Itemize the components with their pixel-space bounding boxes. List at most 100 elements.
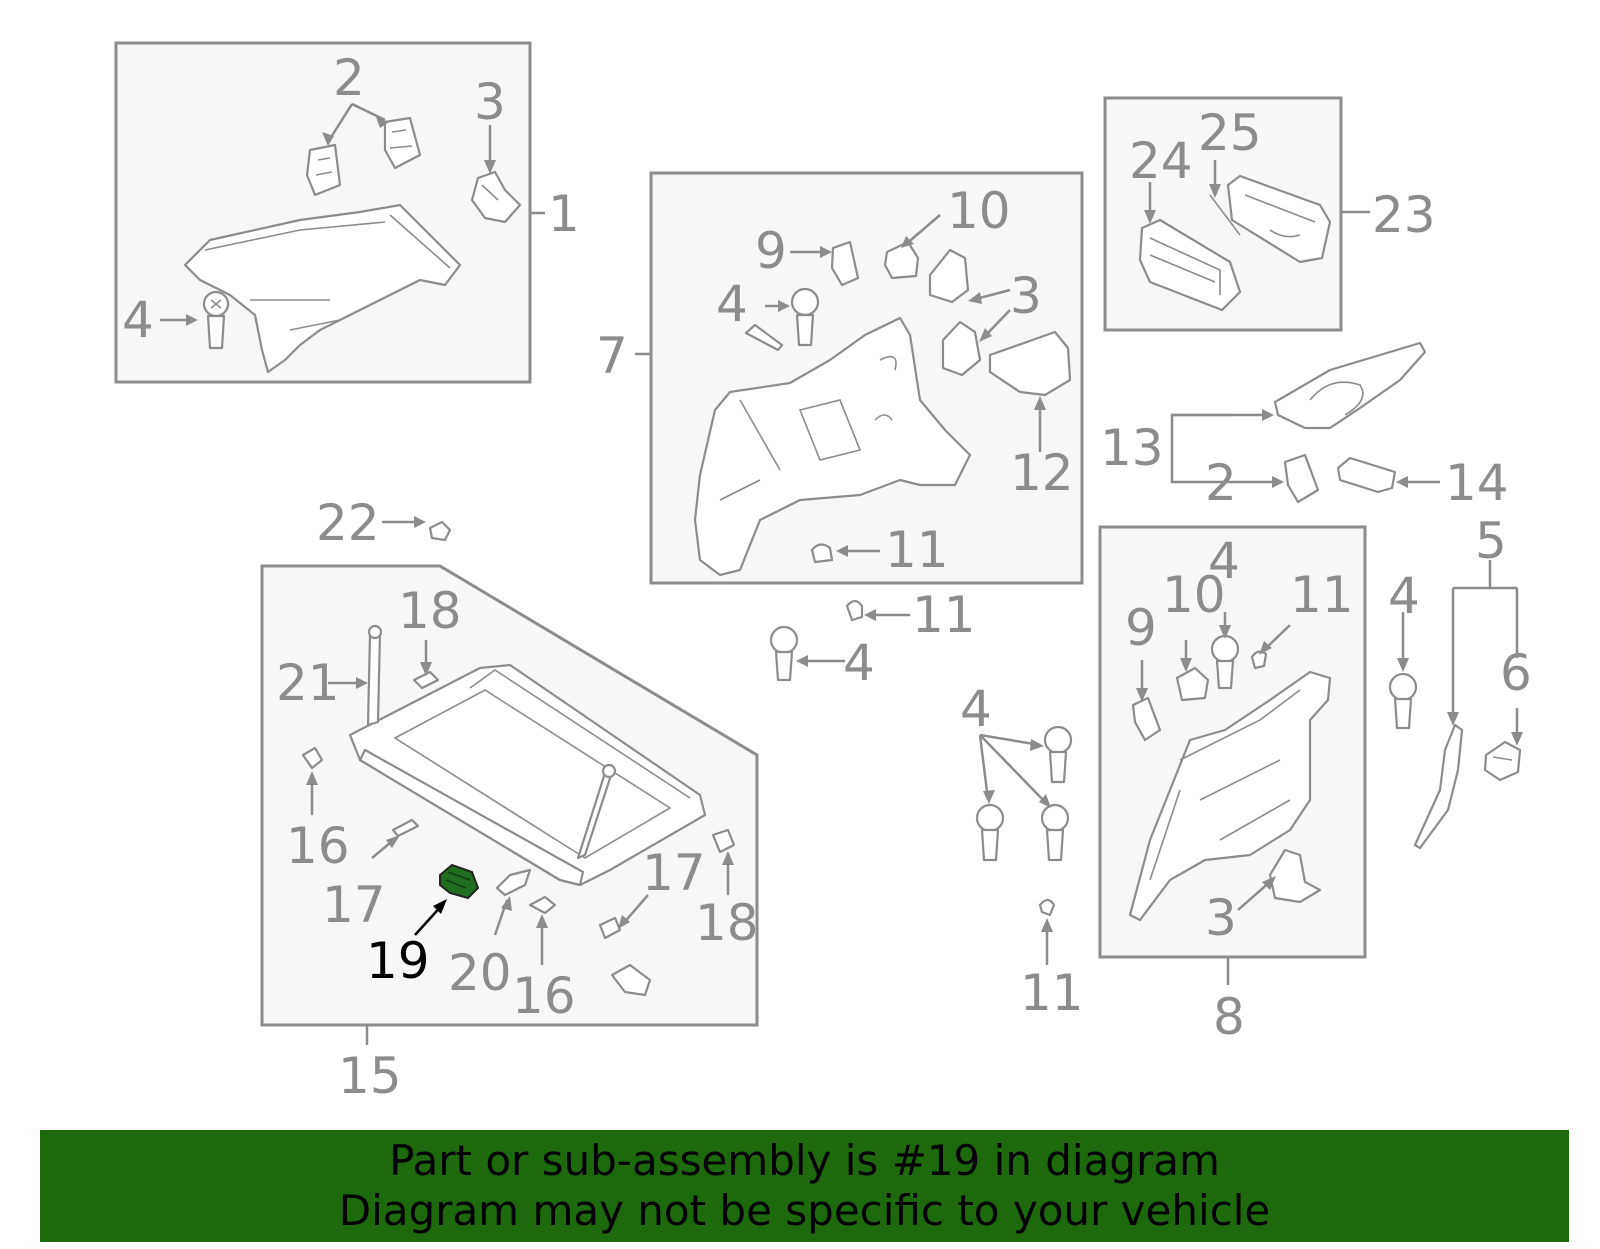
latch bbox=[610, 963, 652, 997]
push-clip-4a bbox=[202, 290, 230, 350]
callout-16a: 16 bbox=[286, 817, 350, 875]
loose-parts-bottom: 4 11 bbox=[960, 680, 1084, 1022]
strut-right bbox=[576, 763, 617, 860]
callout-1: 1 bbox=[548, 185, 580, 243]
assembly-box-15: 15 18 21 16 17 19 20 16 17 18 bbox=[260, 564, 759, 1105]
callout-3b: 3 bbox=[1010, 267, 1042, 325]
pad-14 bbox=[1336, 456, 1397, 494]
callout-11d: 11 bbox=[1020, 964, 1084, 1022]
lamp-lens-24 bbox=[1138, 218, 1242, 312]
callout-7: 7 bbox=[596, 327, 628, 385]
push-clip-4g bbox=[975, 803, 1005, 862]
push-clip-4h bbox=[1040, 803, 1070, 862]
clip-11a bbox=[810, 543, 834, 564]
callout-9b: 9 bbox=[1125, 599, 1157, 657]
callout-8: 8 bbox=[1213, 988, 1245, 1046]
callout-18a: 18 bbox=[398, 582, 462, 640]
callout-17b: 17 bbox=[642, 844, 706, 902]
cap-10b bbox=[1175, 666, 1210, 702]
quarter-trim-panel-lower bbox=[693, 316, 972, 577]
callout-16b: 16 bbox=[512, 967, 576, 1025]
box-1-frame bbox=[114, 41, 532, 384]
callout-10: 10 bbox=[947, 182, 1011, 240]
bracket-6 bbox=[1483, 740, 1522, 782]
hook-16b bbox=[528, 895, 557, 915]
cover-12 bbox=[988, 330, 1072, 397]
callout-3: 3 bbox=[474, 73, 506, 131]
banner-line-2: Diagram may not be specific to your vehi… bbox=[338, 1186, 1271, 1235]
callout-2c: 2 bbox=[1205, 454, 1237, 512]
callout-14: 14 bbox=[1445, 454, 1509, 512]
assembly-box-1: 1 2 3 4 bbox=[114, 41, 580, 384]
parts-diagram: 1 2 3 4 bbox=[114, 41, 1532, 1105]
callout-13: 13 bbox=[1100, 419, 1164, 477]
assembly-box-7: 7 9 10 4 3 12 11 bbox=[596, 171, 1084, 585]
clip-2a bbox=[305, 143, 342, 197]
callout-6: 6 bbox=[1500, 644, 1532, 702]
assembly-box-8: 8 4 10 11 9 3 bbox=[1098, 525, 1367, 1046]
callout-12: 12 bbox=[1010, 444, 1074, 502]
callout-19: 19 bbox=[366, 932, 430, 990]
callout-4: 4 bbox=[122, 291, 154, 349]
callout-11c: 11 bbox=[1290, 566, 1354, 624]
trim-strip-5 bbox=[1413, 723, 1464, 850]
loose-parts-mid: 13 2 14 11 4 22 bbox=[316, 341, 1509, 692]
push-clip-4e bbox=[1388, 672, 1418, 730]
info-banner: Part or sub-assembly is #19 in diagram D… bbox=[40, 1130, 1569, 1242]
callout-9: 9 bbox=[755, 222, 787, 280]
clip-17b bbox=[598, 916, 622, 940]
callout-11a: 11 bbox=[885, 521, 949, 579]
callout-17a: 17 bbox=[322, 876, 386, 934]
lead-10 bbox=[904, 214, 941, 246]
clip-9 bbox=[830, 240, 860, 287]
callout-20: 20 bbox=[448, 944, 512, 1002]
callout-4f: 4 bbox=[960, 680, 992, 738]
callout-3c: 3 bbox=[1205, 889, 1237, 947]
callout-21: 21 bbox=[276, 654, 340, 712]
lamp-housing-25 bbox=[1209, 174, 1332, 264]
push-clip-4f bbox=[1043, 725, 1073, 784]
strut-21 bbox=[366, 624, 383, 727]
clip-17a bbox=[391, 818, 420, 838]
clip-18a bbox=[412, 670, 440, 690]
callout-15: 15 bbox=[338, 1047, 402, 1105]
side-trim-panel-8 bbox=[1128, 670, 1332, 922]
quarter-trim-panel-upper bbox=[183, 203, 462, 374]
push-clip-4b bbox=[790, 287, 820, 347]
clip-11d bbox=[1038, 898, 1056, 917]
retainer-3a bbox=[928, 248, 970, 304]
bracket-20 bbox=[495, 868, 532, 897]
push-clip-4c bbox=[769, 625, 799, 682]
callout-5: 5 bbox=[1475, 512, 1507, 570]
callout-4e: 4 bbox=[1388, 567, 1420, 625]
clip-2c bbox=[1283, 453, 1320, 504]
mat-13 bbox=[1273, 341, 1427, 430]
callout-4d: 4 bbox=[1208, 532, 1240, 590]
clip-11b bbox=[845, 599, 864, 622]
clip-9b bbox=[1131, 696, 1162, 742]
retainer-3 bbox=[470, 170, 522, 224]
callout-18b: 18 bbox=[695, 894, 759, 952]
callout-4b: 4 bbox=[716, 275, 748, 333]
banner-line-1: Part or sub-assembly is #19 in diagram bbox=[389, 1136, 1220, 1185]
screw bbox=[744, 323, 784, 352]
lead-5 bbox=[1451, 560, 1519, 722]
callout-2: 2 bbox=[333, 49, 365, 107]
grommet-22 bbox=[428, 520, 452, 542]
callout-4c: 4 bbox=[843, 634, 875, 692]
loose-parts-right: 5 4 6 bbox=[1388, 512, 1532, 850]
callout-22: 22 bbox=[316, 494, 380, 552]
callout-11b: 11 bbox=[912, 586, 976, 644]
callout-24: 24 bbox=[1129, 132, 1193, 190]
assembly-box-23: 23 24 25 bbox=[1103, 96, 1436, 332]
retainer-3c bbox=[1268, 848, 1322, 904]
clip-2b bbox=[383, 116, 422, 170]
callout-10b: 10 bbox=[1162, 566, 1226, 624]
clip-11c bbox=[1250, 650, 1268, 670]
package-tray-shelf bbox=[348, 663, 707, 887]
lead-4f bbox=[978, 733, 1049, 806]
push-clip-4d bbox=[1210, 634, 1240, 690]
retainer-3b bbox=[941, 320, 982, 377]
callout-23: 23 bbox=[1372, 186, 1436, 244]
hook-16a bbox=[301, 746, 324, 770]
